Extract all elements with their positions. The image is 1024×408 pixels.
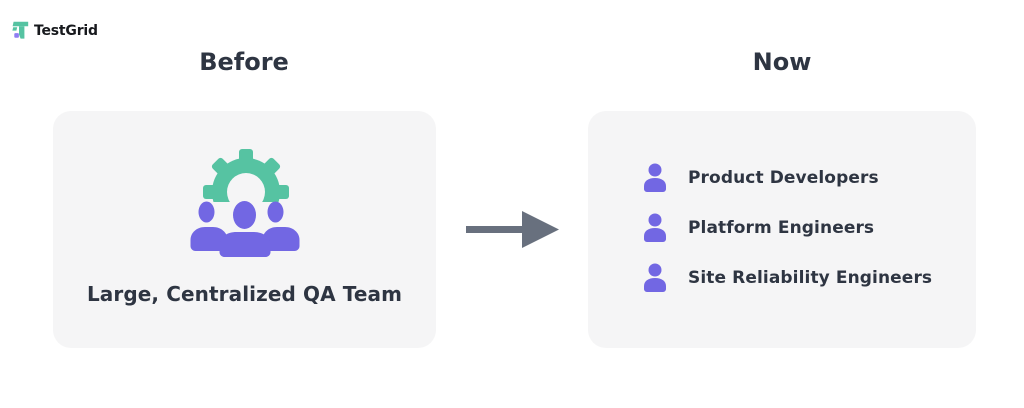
role-label: Product Developers <box>688 167 879 188</box>
role-label: Platform Engineers <box>688 217 875 238</box>
person-icon <box>643 163 667 192</box>
now-roles-list: Product Developers Platform Engineers Si… <box>643 163 956 292</box>
now-heading: Now <box>752 48 812 76</box>
testgrid-logo-icon <box>12 21 29 40</box>
role-label: Site Reliability Engineers <box>688 267 933 288</box>
right-arrow-icon <box>462 207 562 251</box>
person-icon <box>643 213 667 242</box>
now-card: Product Developers Platform Engineers Si… <box>588 111 976 348</box>
logo-brand-name: TestGrid <box>34 22 98 39</box>
before-card-caption: Large, Centralized QA Team <box>86 282 403 306</box>
list-item: Platform Engineers <box>643 213 956 242</box>
list-item: Product Developers <box>643 163 956 192</box>
person-icon <box>643 263 667 292</box>
before-card: Large, Centralized QA Team <box>53 111 436 348</box>
list-item: Site Reliability Engineers <box>643 263 956 292</box>
team-with-gear-icon <box>189 139 300 263</box>
logo: TestGrid <box>12 21 98 40</box>
before-heading: Before <box>199 48 289 76</box>
